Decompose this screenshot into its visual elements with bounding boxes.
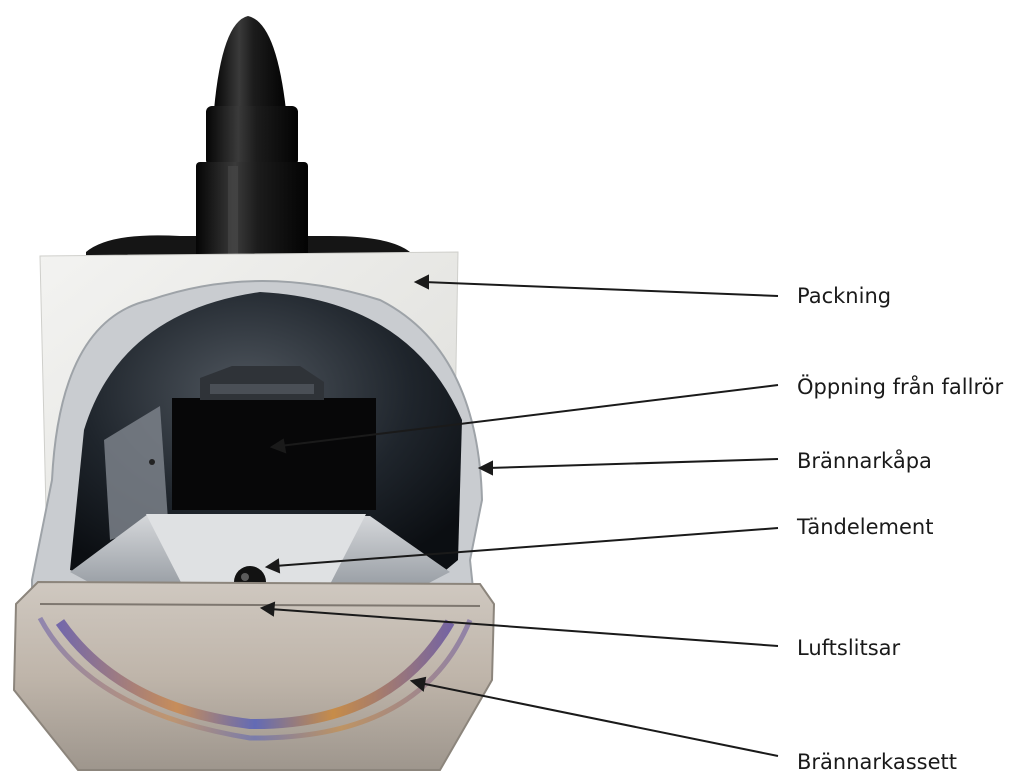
label-tandelement: Tändelement: [797, 515, 934, 539]
leader-arrows: [259, 274, 779, 757]
arrow-head-brannarkapa: [477, 460, 493, 476]
arrow-brannarkapa: [487, 458, 779, 469]
label-oppning-fran-fallror: Öppning från fallrör: [797, 375, 1004, 399]
arrow-packning: [423, 281, 779, 297]
label-brannarkassett: Brännarkassett: [797, 750, 957, 774]
arrow-tandelement: [274, 527, 779, 567]
label-brannarkapa: Brännarkåpa: [797, 449, 932, 473]
burner-cassette: [12, 580, 496, 771]
arrow-oppning: [279, 384, 779, 447]
arrow-head-luftslitsar: [259, 601, 276, 617]
arrow-head-packning: [413, 274, 429, 290]
arrow-brannarkassett: [419, 682, 779, 757]
arrow-head-oppning: [269, 438, 287, 454]
arrow-head-tandelement: [264, 558, 281, 574]
arrow-luftslitsar: [269, 608, 779, 647]
arrow-head-brannarkassett: [409, 676, 427, 692]
nozzle-pipe: [86, 16, 410, 262]
inner-tray: [70, 514, 450, 616]
label-packning: Packning: [797, 284, 892, 308]
label-luftslitsar: Luftslitsar: [797, 636, 901, 660]
